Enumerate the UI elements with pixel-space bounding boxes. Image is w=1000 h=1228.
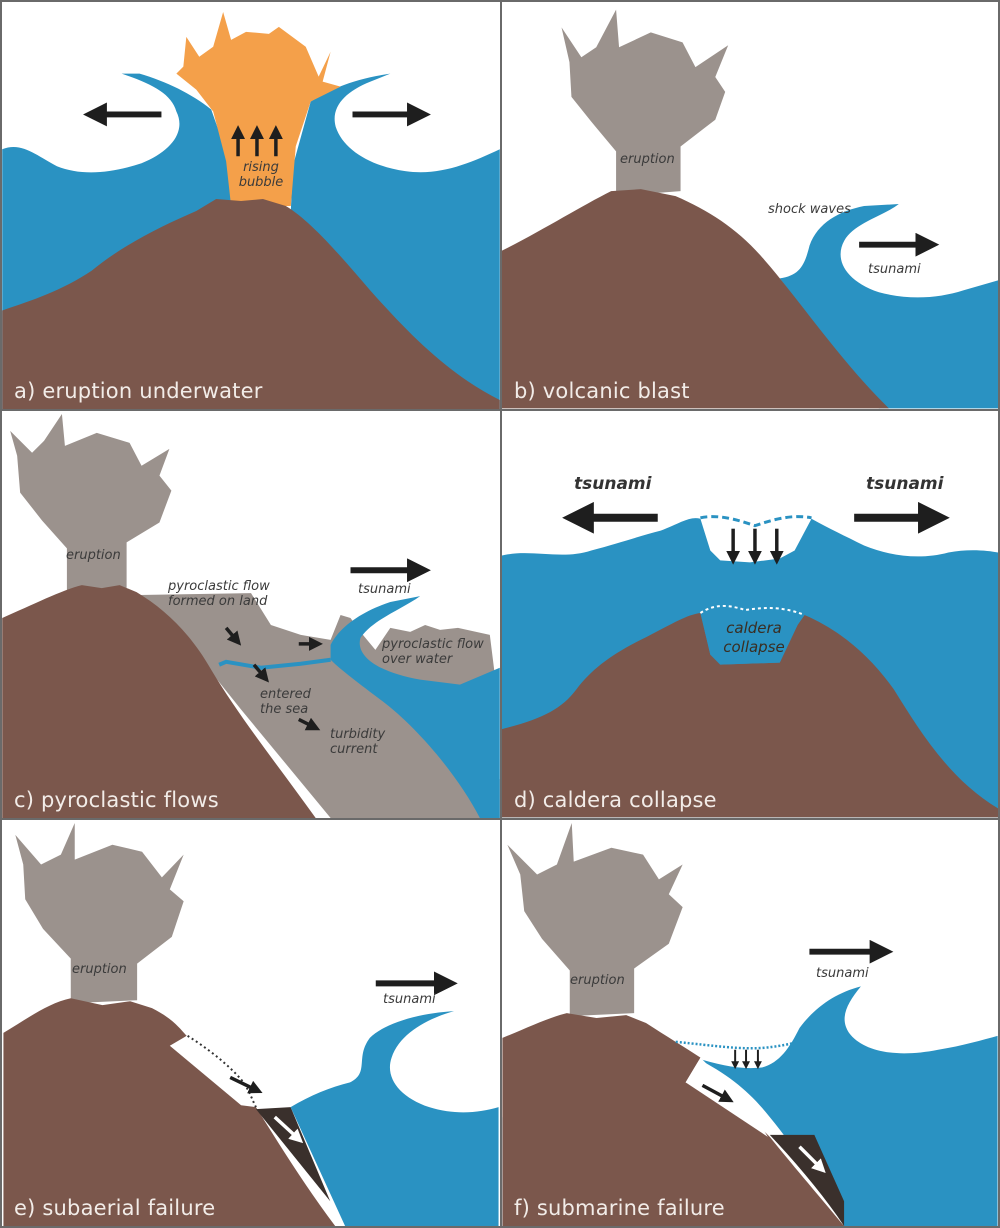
caption-c: c) pyroclastic flows <box>14 788 219 812</box>
volcano-rock <box>502 189 889 409</box>
label-line: over water <box>382 652 453 667</box>
caption-b: b) volcanic blast <box>514 379 690 403</box>
water <box>330 596 500 818</box>
panel-e-subaerial-failure: eruption tsunami e) subaerial failure <box>0 818 502 1228</box>
label-tsunami: tsunami <box>358 582 411 597</box>
original-water-line <box>700 515 812 528</box>
label-tsunami-right: tsunami <box>866 474 944 494</box>
label-tsunami: tsunami <box>868 262 921 277</box>
panel-a-illustration <box>2 11 500 409</box>
arrow-down-right-icon <box>224 626 242 646</box>
arrow-down-right-icon <box>252 663 269 683</box>
panel-c-pyroclastic-flows: eruption pyroclastic flow formed on land… <box>0 409 502 820</box>
label-tsunami: tsunami <box>816 966 869 981</box>
water <box>779 204 998 409</box>
label-eruption: eruption <box>66 548 121 563</box>
label-line: caldera <box>726 619 782 637</box>
arrow-down-right-icon <box>297 717 321 731</box>
label-tsunami-left: tsunami <box>574 474 652 494</box>
ash-cloud <box>561 9 729 197</box>
slide-block <box>255 1107 331 1202</box>
arrow-down-right-white-icon <box>273 1115 304 1144</box>
pyroclastic-flow <box>131 593 500 818</box>
caption-d: d) caldera collapse <box>514 788 717 812</box>
arrow-down-right-white-icon <box>798 1145 826 1173</box>
label-caldera-collapse: caldera collapse <box>714 619 794 657</box>
label-line: rising <box>243 160 279 175</box>
volcano-rock <box>2 585 316 818</box>
label-line: entered <box>260 687 311 702</box>
label-flow-over-water: pyroclastic flow over water <box>382 637 484 667</box>
ash-cloud <box>10 413 172 593</box>
panel-e-illustration <box>3 822 499 1226</box>
panel-f-submarine-failure: eruption tsunami f) submarine failure <box>500 818 1000 1228</box>
panel-d-illustration <box>502 501 998 818</box>
original-summit-line <box>699 604 805 616</box>
volcano-rock <box>3 998 336 1226</box>
label-line: the sea <box>260 702 309 717</box>
arrow-down-right-icon <box>229 1075 263 1094</box>
label-shock-waves: shock waves <box>768 202 851 217</box>
label-line: collapse <box>723 638 785 656</box>
label-line: pyroclastic flow <box>168 579 270 594</box>
volcano-rock <box>2 199 500 409</box>
panel-a-eruption-underwater: rising bubble a) eruption underwater <box>0 0 502 411</box>
label-line: current <box>330 742 378 757</box>
caption-e: e) subaerial failure <box>14 1196 216 1220</box>
arrow-down-right-icon <box>701 1083 734 1103</box>
label-rising-bubble: rising bubble <box>231 160 291 190</box>
panel-f-illustration <box>502 822 998 1226</box>
label-eruption: eruption <box>570 973 625 988</box>
label-eruption: eruption <box>72 962 127 977</box>
original-water-line <box>675 1038 805 1050</box>
label-flow-formed-on-land: pyroclastic flow formed on land <box>168 579 270 609</box>
volcano-rock <box>502 1013 845 1226</box>
ash-cloud <box>15 822 184 1004</box>
label-turbidity-current: turbidity current <box>330 727 385 757</box>
label-eruption: eruption <box>620 152 675 167</box>
water <box>502 986 998 1226</box>
panel-b-illustration <box>502 9 998 409</box>
label-line: turbidity <box>330 727 386 742</box>
caption-a: a) eruption underwater <box>14 379 263 403</box>
water <box>290 1011 499 1226</box>
label-line: formed on land <box>168 594 268 609</box>
label-entered-the-sea: entered the sea <box>260 687 311 717</box>
panel-d-caldera-collapse: tsunami tsunami caldera collapse d) cald… <box>500 409 1000 820</box>
panel-b-volcanic-blast: eruption shock waves tsunami b) volcanic… <box>500 0 1000 411</box>
orange-plume <box>176 11 341 206</box>
ash-cloud <box>507 822 683 1017</box>
volcano-rock <box>502 613 998 818</box>
failure-scar <box>169 1035 256 1108</box>
label-tsunami: tsunami <box>383 992 436 1007</box>
panel-c-illustration <box>2 413 500 818</box>
caldera-water <box>700 613 805 665</box>
caption-f: f) submarine failure <box>514 1196 725 1220</box>
label-line: bubble <box>238 175 284 190</box>
label-line: pyroclastic flow <box>382 637 484 652</box>
